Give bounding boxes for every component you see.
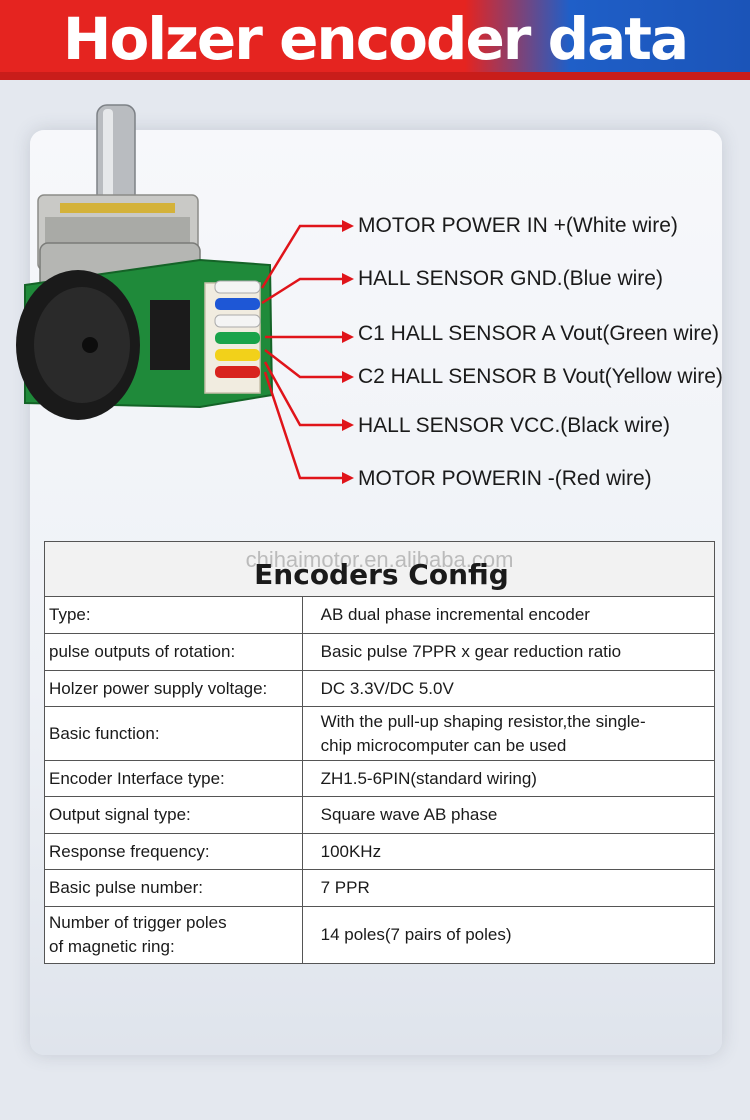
callout-motor-power-in-minus: MOTOR POWERIN -(Red wire) [358,467,652,490]
row-label-line: Number of trigger poles [49,913,227,932]
row-label: Holzer power supply voltage: [44,670,303,707]
callout-hall-sensor-a: C1 HALL SENSOR A Vout(Green wire) [358,322,720,345]
shaft-highlight [103,109,113,219]
row-label-line: of magnetic ring: [49,937,175,956]
row-label: pulse outputs of rotation: [44,633,303,671]
row-value-line: chip microcomputer can be used [320,735,567,755]
row-value: With the pull-up shaping resistor,the si… [301,706,716,761]
row-label: Response frequency: [44,833,303,870]
table-row: Basic pulse number: 7 PPR [44,869,716,907]
motor-illustration [16,104,274,420]
row-label: Output signal type: [44,796,303,834]
callout-hall-sensor-b: C2 HALL SENSOR B Vout(Yellow wire) [358,365,723,388]
wire-yellow [215,349,260,361]
callout-hall-sensor-vcc: HALL SENSOR VCC.(Black wire) [358,414,670,437]
table-row: Number of trigger poles of magnetic ring… [44,906,716,964]
table-row: Type: AB dual phase incremental encoder [44,596,716,634]
row-value: Square wave AB phase [301,796,716,834]
encoder-config-table: chihaimotor.en.alibaba.com Encoders Conf… [44,541,716,964]
row-label: Encoder Interface type: [44,760,303,797]
row-value: 7 PPR [301,869,716,907]
wire-white [214,280,261,294]
row-value: DC 3.3V/DC 5.0V [301,670,716,707]
table-row: Holzer power supply voltage: DC 3.3V/DC … [44,670,716,707]
row-value: 100KHz [301,833,716,870]
wire-white-2 [214,314,261,328]
table-title: Encoders Config [254,558,509,591]
header-stripe [0,72,750,80]
wire-red [215,366,260,378]
row-label: Basic function: [44,706,303,761]
header-banner: Holzer encoder data [0,0,750,80]
table-row: Basic function: With the pull-up shaping… [44,706,716,761]
table-row: pulse outputs of rotation: Basic pulse 7… [44,633,716,671]
row-label: Number of trigger poles of magnetic ring… [44,906,303,964]
chip [150,300,190,370]
row-label: Basic pulse number: [44,869,303,907]
table-row: Output signal type: Square wave AB phase [44,796,716,834]
page-title: Holzer encoder data [62,5,689,73]
wire-green [215,332,260,344]
table-row: Encoder Interface type: ZH1.5-6PIN(stand… [44,760,716,797]
table-title-cell: chihaimotor.en.alibaba.com Encoders Conf… [44,541,715,597]
row-value: ZH1.5-6PIN(standard wiring) [301,760,716,797]
callout-motor-power-in-plus: MOTOR POWER IN +(White wire) [358,214,678,237]
row-label: Type: [44,596,303,634]
callout-hall-sensor-gnd: HALL SENSOR GND.(Blue wire) [358,267,663,290]
table-row: Response frequency: 100KHz [44,833,716,870]
row-value-line: With the pull-up shaping resistor,the si… [320,711,646,731]
magnet-center [82,337,98,353]
table-title-row: chihaimotor.en.alibaba.com Encoders Conf… [44,541,715,597]
row-value: 14 poles(7 pairs of poles) [301,906,716,964]
wire-blue [215,298,260,310]
row-value: AB dual phase incremental encoder [301,596,716,634]
watermark: chihaimotor.en.alibaba.com [245,547,514,572]
gear-plate [60,203,175,213]
row-value: Basic pulse 7PPR x gear reduction ratio [301,633,716,671]
